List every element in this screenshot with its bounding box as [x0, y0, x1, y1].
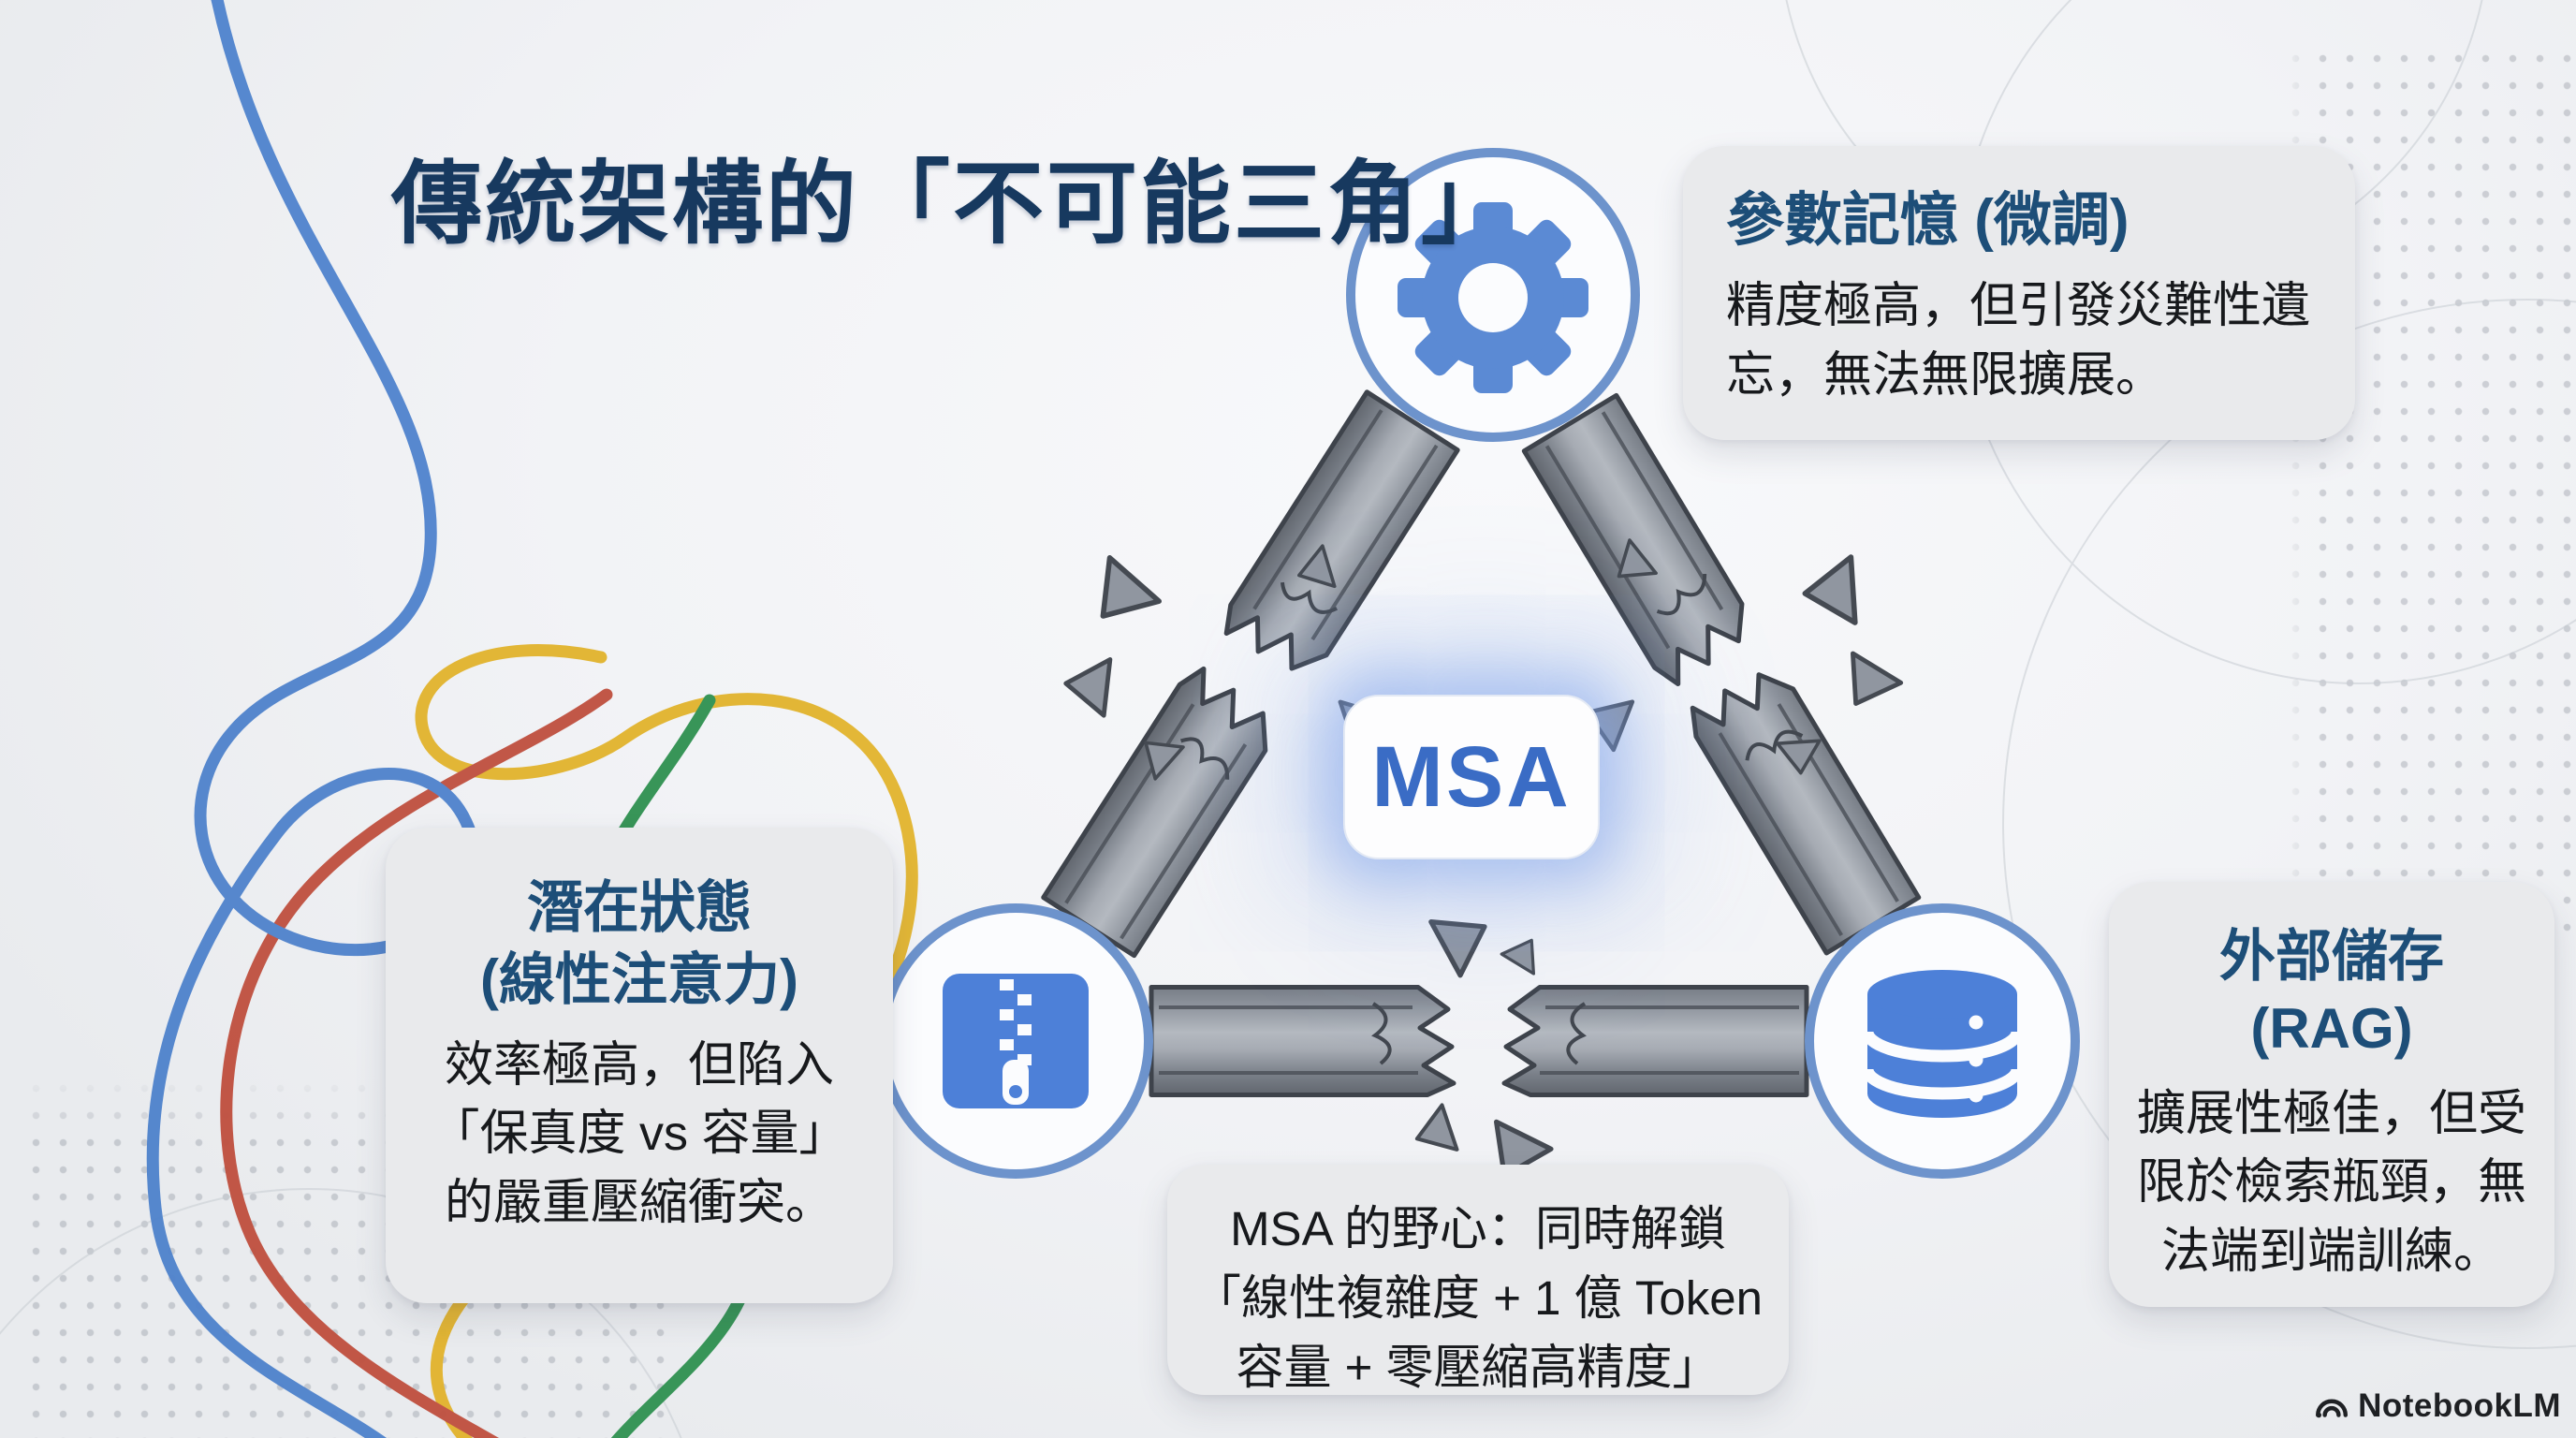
card-msa-ambition: MSA 的野心：同時解鎖 「線性複雜度 + 1 億 Token 容量 + 零壓縮… [1167, 1165, 1789, 1395]
body-line: 限於檢索瓶頸，無 [2136, 1155, 2526, 1211]
card-title: 參數記憶 (微調) [1726, 188, 2130, 253]
body-line: 「線性複雜度 + 1 億 Token [1193, 1270, 1763, 1325]
body-line: MSA 的野心：同時解鎖 [1230, 1202, 1726, 1255]
body-line: 容量 + 零壓縮高精度」 [1236, 1340, 1720, 1394]
database-icon [1861, 970, 2024, 1118]
title-line: (線性注意力) [480, 947, 798, 1011]
card-external-storage: 外部儲存 (RAG) 擴展性極佳，但受 限於檢索瓶頸，無 法端到端訓練。 [2109, 882, 2554, 1307]
title-line: (RAG) [2250, 996, 2413, 1060]
strand-red [220, 688, 613, 1438]
title-line: 外部儲存 [2219, 925, 2444, 988]
body-line: 精度極高，但引發災難性遺 [1726, 279, 2311, 334]
node-external-storage [1805, 903, 2080, 1179]
body-line: 的嚴重壓縮衝突。 [444, 1176, 834, 1231]
node-parametric-memory [1346, 148, 1640, 442]
body-line: 法端到端訓練。 [2160, 1225, 2502, 1280]
card-body: MSA 的野心：同時解鎖 「線性複雜度 + 1 億 Token 容量 + 零壓縮… [1177, 1195, 1779, 1402]
card-body: 效率極高，但陷入 「保真度 vs 容量」 的嚴重壓縮衝突。 [404, 1032, 874, 1239]
card-title: 外部儲存 (RAG) [2124, 921, 2539, 1065]
body-line: 擴展性極佳，但受 [2136, 1086, 2526, 1141]
zip-folder-icon [943, 974, 1089, 1108]
msa-label: MSA [1371, 728, 1572, 825]
card-title: 潛在狀態 (線性注意力) [404, 873, 874, 1017]
card-latent-state: 潛在狀態 (線性注意力) 效率極高，但陷入 「保真度 vs 容量」 的嚴重壓縮衝… [386, 828, 893, 1303]
notebooklm-text: NotebookLM [2358, 1387, 2561, 1424]
card-parametric-memory: 參數記憶 (微調) 精度極高，但引發災難性遺 忘，無法無限擴展。 [1683, 146, 2355, 440]
notebooklm-logo: NotebookLM [2314, 1387, 2561, 1425]
body-line: 忘，無法無限擴展。 [1726, 348, 2165, 404]
card-body: 擴展性極佳，但受 限於檢索瓶頸，無 法端到端訓練。 [2124, 1080, 2539, 1287]
body-line: 效率極高，但陷入 [444, 1037, 834, 1093]
card-body: 精度極高，但引發災難性遺 忘，無法無限擴展。 [1726, 272, 2312, 411]
msa-center-chip: MSA [1343, 695, 1600, 859]
page-title: 傳統架構的「不可能三角」 [391, 153, 1515, 255]
body-line: 「保真度 vs 容量」 [431, 1107, 848, 1162]
triangle-beam-bottom [1151, 988, 1807, 1095]
node-latent-state [878, 903, 1153, 1179]
gear-icon [1398, 202, 1588, 393]
notebooklm-icon [2316, 1399, 2349, 1418]
title-line: 潛在狀態 [527, 876, 752, 939]
